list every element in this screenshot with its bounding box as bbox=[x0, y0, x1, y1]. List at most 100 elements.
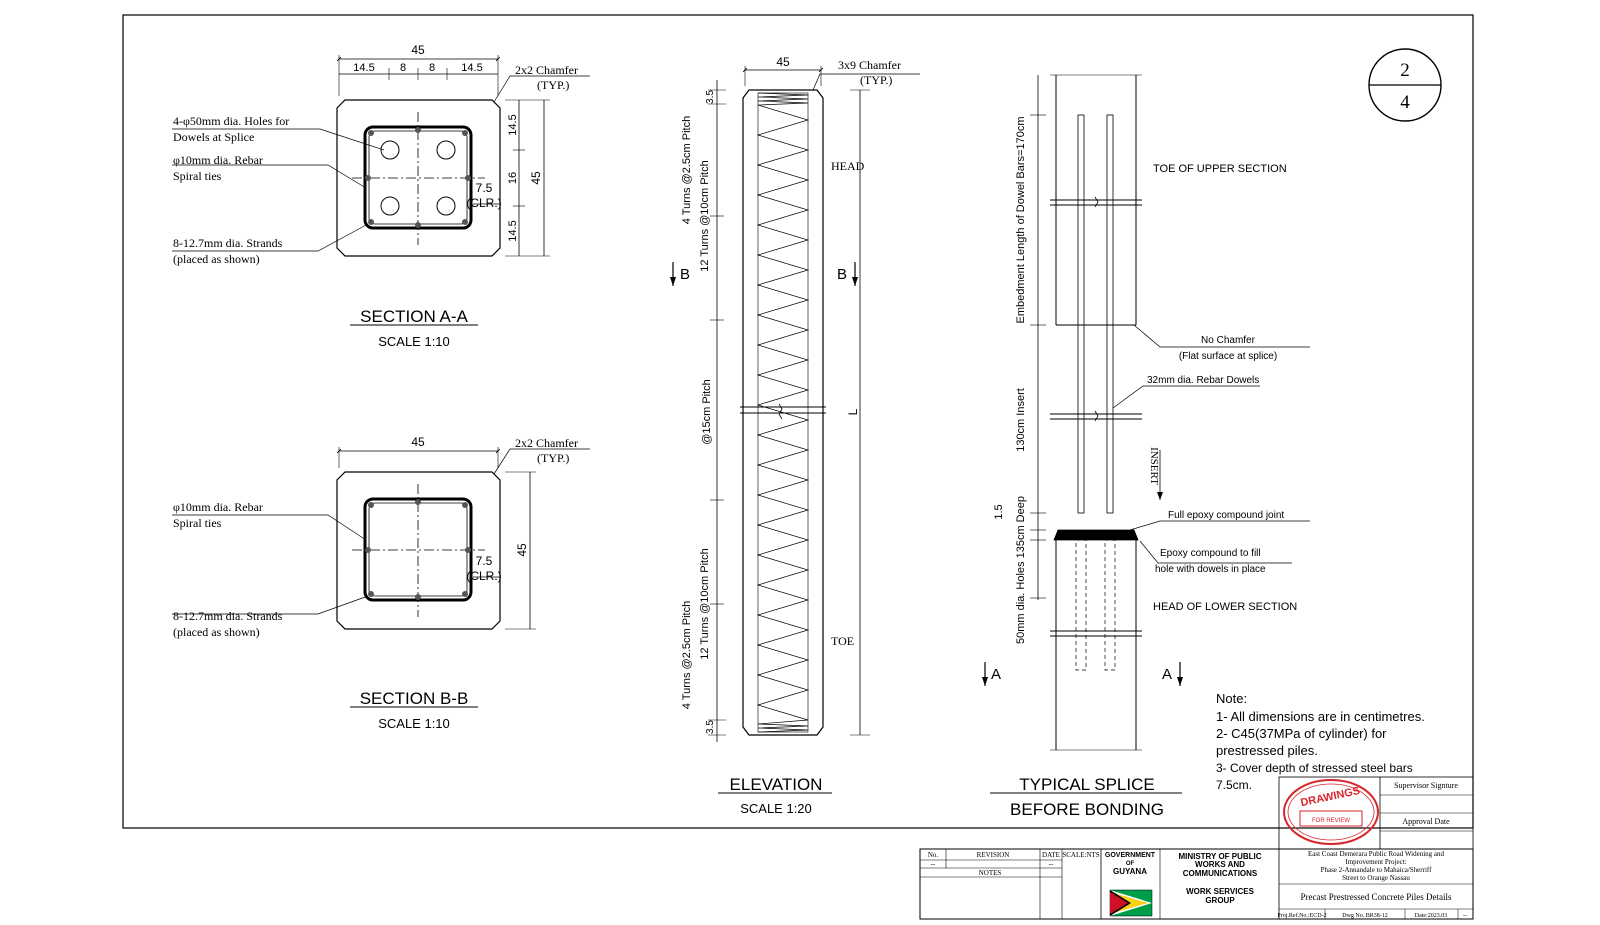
aa-right-dim-2: 16 bbox=[507, 172, 519, 184]
splice-title-1: TYPICAL SPLICE bbox=[1019, 775, 1154, 794]
aa-sub-dim-1: 14.5 bbox=[353, 62, 374, 74]
tb-project-4: Street to Orange Nassau bbox=[1342, 874, 1410, 882]
bb-note-rebar-2: Spiral ties bbox=[173, 516, 222, 530]
tb-no: No. bbox=[928, 851, 939, 859]
elevation-text: 45 3x9 Chamfer (TYP.) 3.5 3.5 4 Turns @2… bbox=[680, 55, 901, 816]
stamp-bottom: FOR REVIEW bbox=[1312, 818, 1350, 824]
sheet-number: 2 4 bbox=[1368, 48, 1442, 122]
aa-chamfer-2: (TYP.) bbox=[537, 78, 569, 92]
bb-note-rebar-1: φ10mm dia. Rebar bbox=[173, 500, 263, 514]
notes-heading: Note: bbox=[1216, 691, 1247, 706]
sheet-border bbox=[122, 14, 1474, 829]
elevation bbox=[670, 66, 920, 794]
elev-toe-label: TOE bbox=[831, 634, 854, 648]
notes-line-1: 1- All dimensions are in centimetres. bbox=[1216, 709, 1425, 724]
tb-ministry-2: WORKS AND bbox=[1195, 860, 1245, 869]
elev-scale: SCALE 1:20 bbox=[740, 801, 812, 816]
aa-note-rebar-2: Spiral ties bbox=[173, 169, 222, 183]
title-block-text: No. REVISION DATE SCALE:NTS -- -- NOTES … bbox=[928, 850, 1467, 919]
elev-dim-bottom: 3.5 bbox=[705, 720, 716, 734]
splice-holes-label: 50mm dia. Holes 135cm Deep bbox=[1015, 496, 1027, 644]
aa-sub-dim-3: 8 bbox=[429, 62, 435, 74]
aa-clr-label: (CLR.) bbox=[466, 196, 501, 210]
aa-top-dim: 45 bbox=[411, 43, 425, 57]
elev-length-label: L bbox=[846, 408, 860, 415]
typical-splice bbox=[982, 74, 1310, 794]
tb-gov-3: GUYANA bbox=[1113, 867, 1147, 876]
elev-head-label: HEAD bbox=[831, 159, 865, 173]
aa-note-strands-1: 8-12.7mm dia. Strands bbox=[173, 236, 283, 250]
notes-line-4: 3- Cover depth of stressed steel bars bbox=[1216, 761, 1413, 775]
aa-note-holes-2: Dowels at Splice bbox=[173, 130, 254, 144]
splice-insert-arrow: INSERT bbox=[1148, 447, 1160, 485]
bb-chamfer-1: 2x2 Chamfer bbox=[515, 436, 578, 450]
section-aa-text: 45 14.5 8 8 14.5 14.5 16 14.5 45 7.5 (CL… bbox=[173, 43, 578, 349]
bb-clr-label: (CLR.) bbox=[466, 569, 501, 583]
aa-sub-dim-4: 14.5 bbox=[461, 62, 482, 74]
tb-group-1: WORK SERVICES bbox=[1186, 887, 1255, 896]
splice-dim-gap: 1.5 bbox=[993, 504, 1005, 519]
splice-no-chamfer: No Chamfer bbox=[1201, 335, 1256, 346]
bb-clr-value: 7.5 bbox=[476, 554, 493, 568]
tb-project-2: Improvement Project: bbox=[1345, 858, 1406, 866]
tb-gov-2: OF bbox=[1126, 861, 1135, 867]
splice-insert-label: 130cm Insert bbox=[1015, 388, 1027, 452]
splice-epoxy-fill-1: Epoxy compound to fill bbox=[1160, 548, 1261, 559]
tb-scale: SCALE:NTS bbox=[1062, 851, 1099, 859]
tb-date-val: Date:2023.03 bbox=[1415, 913, 1448, 919]
elev-dim-top: 3.5 bbox=[705, 90, 716, 104]
approval-date-label: Approval Date bbox=[1402, 817, 1450, 826]
elev-pitch-2: 12 Turns @10cm Pitch bbox=[699, 160, 711, 271]
elev-pitch-5: 4 Turns @2.5cm Pitch bbox=[681, 601, 693, 709]
splice-embed-label: Embedment Length of Dowel Bars=170cm bbox=[1015, 117, 1027, 324]
tb-dwg-no: Dwg No. BR38-12 bbox=[1342, 913, 1388, 919]
tb-revision: REVISION bbox=[977, 851, 1010, 859]
aa-right-dim-1: 14.5 bbox=[507, 114, 519, 135]
tb-proj-ref: Proj.Ref.No.:ECD-2 bbox=[1277, 912, 1326, 919]
tb-project-1: East Coast Demerara Public Road Widening… bbox=[1308, 850, 1445, 858]
splice-head-lower: HEAD OF LOWER SECTION bbox=[1153, 601, 1297, 613]
notes-line-5: 7.5cm. bbox=[1216, 778, 1252, 792]
aa-right-total: 45 bbox=[529, 171, 543, 185]
bb-note-strands-1: 8-12.7mm dia. Strands bbox=[173, 609, 283, 623]
tb-gov-1: GOVERNMENT bbox=[1105, 852, 1156, 859]
splice-cut-left: A bbox=[991, 666, 1001, 683]
tb-dash-no: -- bbox=[931, 860, 936, 868]
elev-pitch-1: 4 Turns @2.5cm Pitch bbox=[681, 116, 693, 224]
sheet-number-bottom: 4 bbox=[1400, 92, 1410, 113]
aa-right-dim-3: 14.5 bbox=[507, 220, 519, 241]
section-aa bbox=[172, 55, 590, 326]
bb-chamfer-2: (TYP.) bbox=[537, 451, 569, 465]
aa-chamfer-1: 2x2 Chamfer bbox=[515, 63, 578, 77]
elev-pitch-4: 12 Turns @10cm Pitch bbox=[699, 548, 711, 659]
elev-cut-right: B bbox=[837, 266, 847, 283]
aa-note-rebar-1: φ10mm dia. Rebar bbox=[173, 153, 263, 167]
tb-ministry-3: COMMUNICATIONS bbox=[1183, 869, 1258, 878]
elev-chamfer-2: (TYP.) bbox=[860, 73, 892, 87]
tb-ministry-1: MINISTRY OF PUBLIC bbox=[1178, 852, 1261, 861]
tb-dash-end: -- bbox=[1463, 913, 1467, 919]
bb-top-dim: 45 bbox=[411, 435, 425, 449]
spiral-zigzag bbox=[756, 92, 810, 733]
aa-scale: SCALE 1:10 bbox=[378, 334, 450, 349]
aa-sub-dim-2: 8 bbox=[400, 62, 406, 74]
section-bb bbox=[172, 447, 590, 708]
tb-project-3: Phase 2-Annandale to Mahaica/Sherriff bbox=[1321, 866, 1433, 874]
typical-splice-text: Embedment Length of Dowel Bars=170cm 130… bbox=[991, 117, 1297, 819]
bb-title: SECTION B-B bbox=[360, 689, 469, 708]
tb-group-2: GROUP bbox=[1205, 896, 1235, 905]
bb-right-total: 45 bbox=[515, 543, 529, 557]
elev-title: ELEVATION bbox=[730, 775, 823, 794]
splice-epoxy-joint: Full epoxy compound joint bbox=[1168, 510, 1284, 521]
tb-notes: NOTES bbox=[979, 869, 1002, 877]
section-bb-text: 45 45 7.5 (CLR.) 2x2 Chamfer (TYP.) φ10m… bbox=[173, 435, 578, 731]
aa-clr-value: 7.5 bbox=[476, 181, 493, 195]
splice-rebar-dowels: 32mm dia. Rebar Dowels bbox=[1147, 375, 1259, 386]
review-stamp: DRAWINGS FOR REVIEW bbox=[1283, 779, 1379, 845]
aa-note-holes-1: 4-φ50mm dia. Holes for bbox=[173, 114, 289, 128]
notes-line-2: 2- C45(37MPa of cylinder) for bbox=[1216, 726, 1387, 741]
stamp-top: DRAWINGS bbox=[1300, 785, 1362, 809]
approval-supervisor: Supervisor Signture bbox=[1394, 781, 1458, 790]
bb-scale: SCALE 1:10 bbox=[378, 716, 450, 731]
